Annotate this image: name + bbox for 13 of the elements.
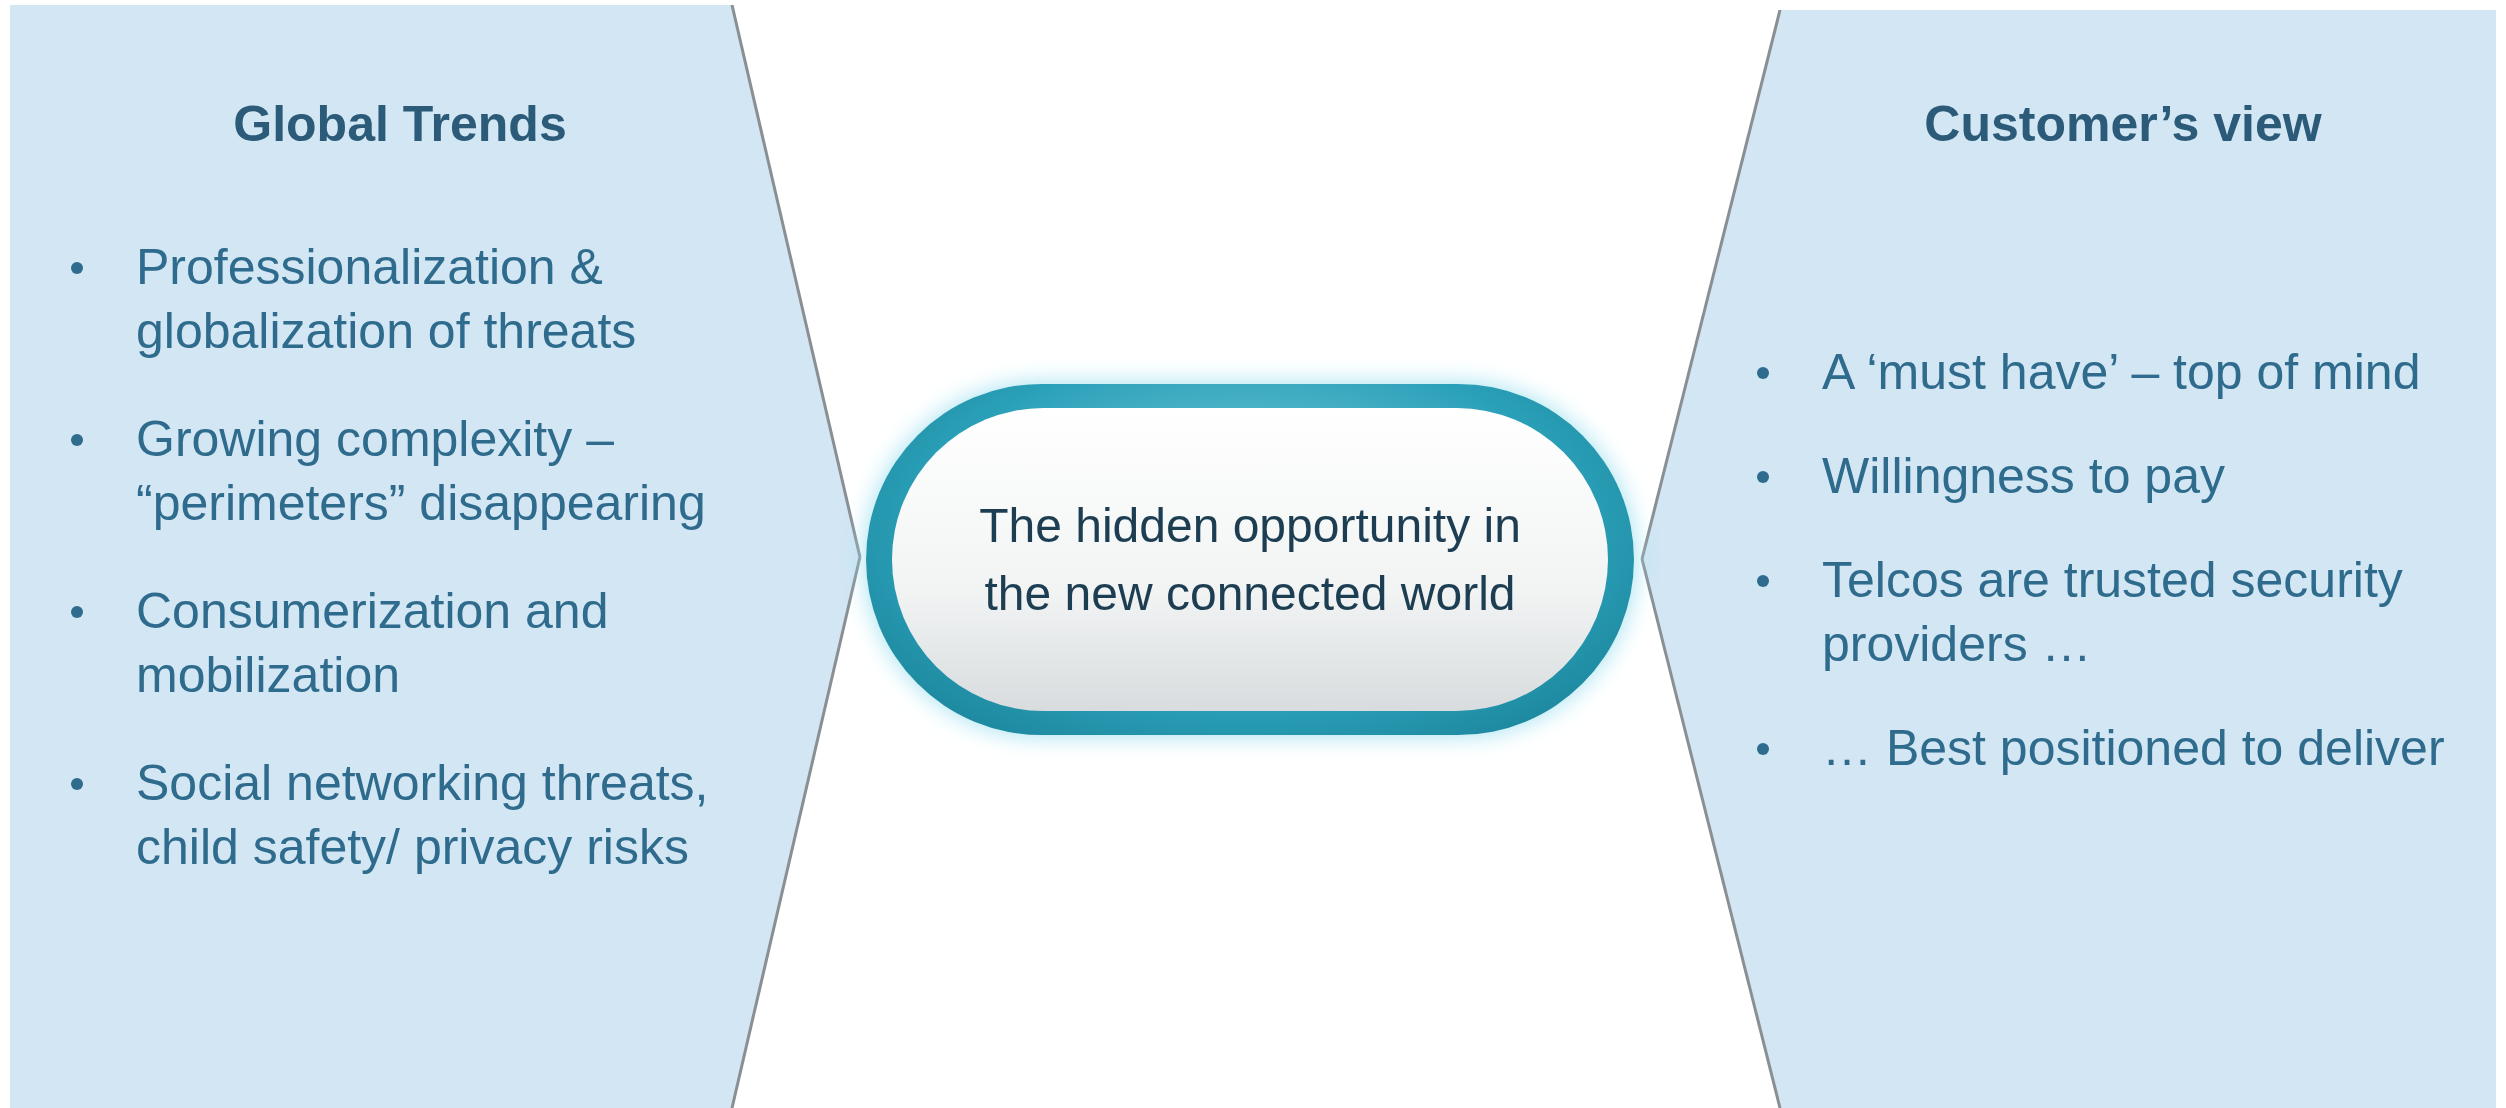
panel-heading: Global Trends	[232, 95, 568, 153]
panel-heading: Customer’s view	[1923, 95, 2323, 153]
panel	[1640, 10, 2496, 1108]
bullet-item: Consumerization and mobilization	[54, 579, 754, 707]
bullet-item: Growing complexity – “perimeters” disappearing	[54, 407, 754, 535]
bullet-item: Social networking threats, child safety/ privacy risks	[54, 751, 754, 879]
panel	[10, 5, 862, 1108]
pill-text: The hidden opportunity in the new connected world	[892, 408, 1608, 711]
bullet-item: … Best positioned to deliver	[1740, 716, 2490, 780]
bullet-item: Professionalization & globalization of threats	[54, 235, 754, 363]
bullet-item: Telcos are trusted security providers …	[1740, 548, 2490, 676]
bullet-item: Willingness to pay	[1740, 444, 2490, 508]
bullet-item: A ‘must have’ – top of mind	[1740, 340, 2490, 404]
